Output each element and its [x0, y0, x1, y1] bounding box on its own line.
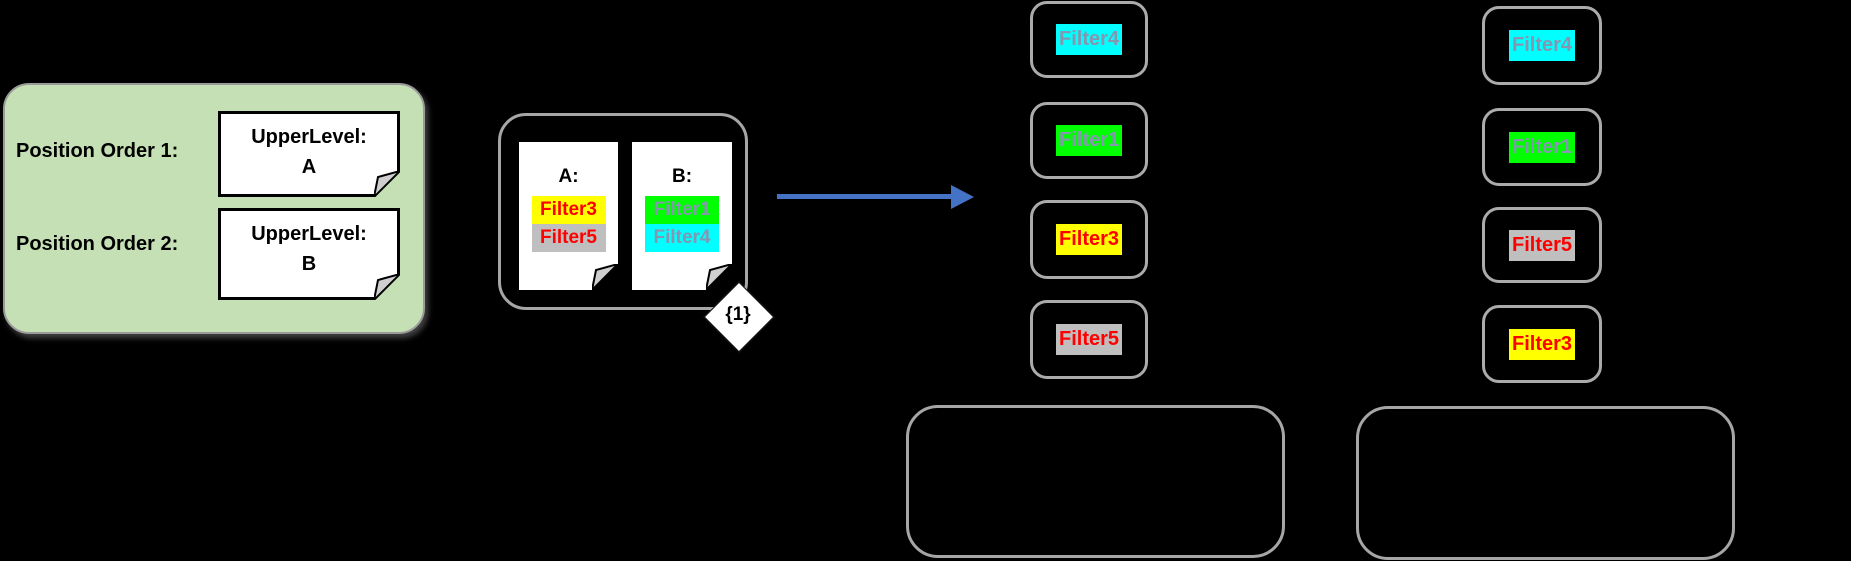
- result-col2-box-2: Filter1: [1482, 108, 1602, 186]
- filter-chip: Filter4: [1509, 30, 1575, 61]
- page-curl-icon: [374, 274, 400, 300]
- filter-chip: Filter3: [531, 196, 606, 224]
- flow-arrow-shaft: [777, 194, 953, 199]
- source-note-a: A: Filter3 Filter5: [519, 142, 618, 290]
- flow-arrow-head-icon: [951, 185, 974, 209]
- filter-chip: Filter4: [1056, 24, 1122, 55]
- source-note-b: B: Filter1 Filter4: [632, 142, 732, 290]
- filter-chip: Filter3: [1509, 328, 1575, 360]
- note-line-1: UpperLevel:: [251, 223, 367, 245]
- result-col2-box-3: Filter5: [1482, 207, 1602, 283]
- filter-chip: Filter3: [1056, 224, 1122, 255]
- filter-chip: Filter5: [531, 224, 606, 252]
- note-line-1: UpperLevel:: [251, 126, 367, 148]
- result-placeholder-box-2: [1356, 406, 1735, 560]
- position-order-1-label: Position Order 1:: [16, 140, 179, 162]
- result-placeholder-box-1: [906, 405, 1285, 558]
- filter-chip: Filter5: [1056, 324, 1122, 355]
- position-order-2-label: Position Order 2:: [16, 233, 179, 255]
- result-col1-box-3: Filter3: [1030, 200, 1148, 279]
- filter-chip: Filter1: [645, 196, 719, 224]
- result-col1-box-1: Filter4: [1030, 1, 1148, 78]
- filter-chip-stack: Filter1 Filter4: [645, 196, 719, 252]
- filter-chip: Filter4: [645, 224, 719, 252]
- filter-chip: Filter1: [1056, 125, 1122, 156]
- result-col2-box-4: Filter3: [1482, 305, 1602, 383]
- result-col1-box-4: Filter5: [1030, 300, 1148, 379]
- note-line-2: A: [301, 156, 317, 178]
- page-curl-icon: [706, 264, 732, 290]
- upperlevel-b-note: UpperLevel: B: [218, 208, 400, 300]
- upperlevel-a-note: UpperLevel: A: [218, 111, 400, 197]
- filter-chip: Filter5: [1509, 229, 1575, 261]
- filter-chip: Filter1: [1509, 131, 1575, 163]
- note-line-2: B: [301, 253, 317, 275]
- page-curl-icon: [374, 171, 400, 197]
- result-col1-box-2: Filter1: [1030, 102, 1148, 179]
- result-col2-box-1: Filter4: [1482, 6, 1602, 85]
- filter-chip-stack: Filter3 Filter5: [531, 196, 606, 252]
- note-title: A:: [558, 166, 579, 187]
- upperlevel-a-note-text: UpperLevel: A: [221, 122, 397, 182]
- upperlevel-b-note-text: UpperLevel: B: [221, 219, 397, 279]
- cardinality-label: {1}: [725, 304, 751, 325]
- note-title: B:: [671, 166, 693, 187]
- page-curl-icon: [592, 264, 618, 290]
